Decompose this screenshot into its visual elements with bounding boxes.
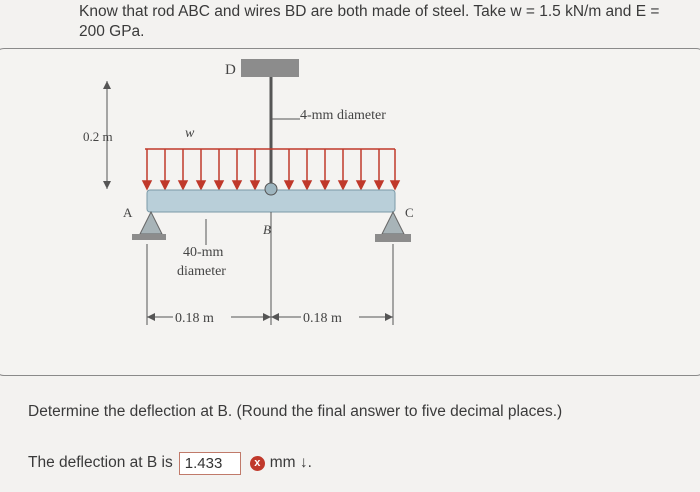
problem-statement: Know that rod ABC and wires BD are both … xyxy=(79,3,660,40)
label-w: w xyxy=(185,126,195,141)
question-text: Determine the deflection at B. (Round th… xyxy=(28,403,563,420)
ceiling-support xyxy=(241,59,299,77)
label-B: B xyxy=(263,222,271,237)
support-C-base xyxy=(375,234,411,242)
label-A: A xyxy=(123,205,133,220)
load-arrows xyxy=(141,149,401,191)
wire-diameter-label: 4-mm diameter xyxy=(300,108,386,123)
figure-panel: D 4-mm diameter w 0.2 m xyxy=(0,48,700,376)
height-dim-label: 0.2 m xyxy=(83,129,113,144)
answer-row: The deflection at B is 1.433 x mm ↓. xyxy=(28,450,312,476)
span2-left-arrow xyxy=(271,313,279,321)
rod-diameter-line2: diameter xyxy=(177,264,226,279)
label-D: D xyxy=(225,62,236,78)
height-dim-arrow-top xyxy=(103,81,111,89)
pin-B xyxy=(264,182,278,196)
incorrect-icon: x xyxy=(249,455,265,471)
rod-diameter-line1: 40-mm xyxy=(183,245,224,260)
span2-right-arrow xyxy=(385,313,393,321)
span1-right-arrow xyxy=(263,313,271,321)
support-C xyxy=(381,210,405,235)
answer-input[interactable]: 1.433 xyxy=(178,451,241,475)
support-A-base xyxy=(132,234,166,240)
span1-left-arrow xyxy=(147,313,155,321)
span2-dim-label: 0.18 m xyxy=(303,311,342,326)
span1-dim-label: 0.18 m xyxy=(175,311,214,326)
answer-prefix: The deflection at B is xyxy=(28,454,173,471)
support-A xyxy=(139,210,163,235)
label-C: C xyxy=(405,205,414,220)
beam-diagram: D 4-mm diameter w 0.2 m xyxy=(83,59,414,326)
answer-unit: mm ↓. xyxy=(269,454,312,471)
height-dim-arrow-bottom xyxy=(103,181,111,189)
